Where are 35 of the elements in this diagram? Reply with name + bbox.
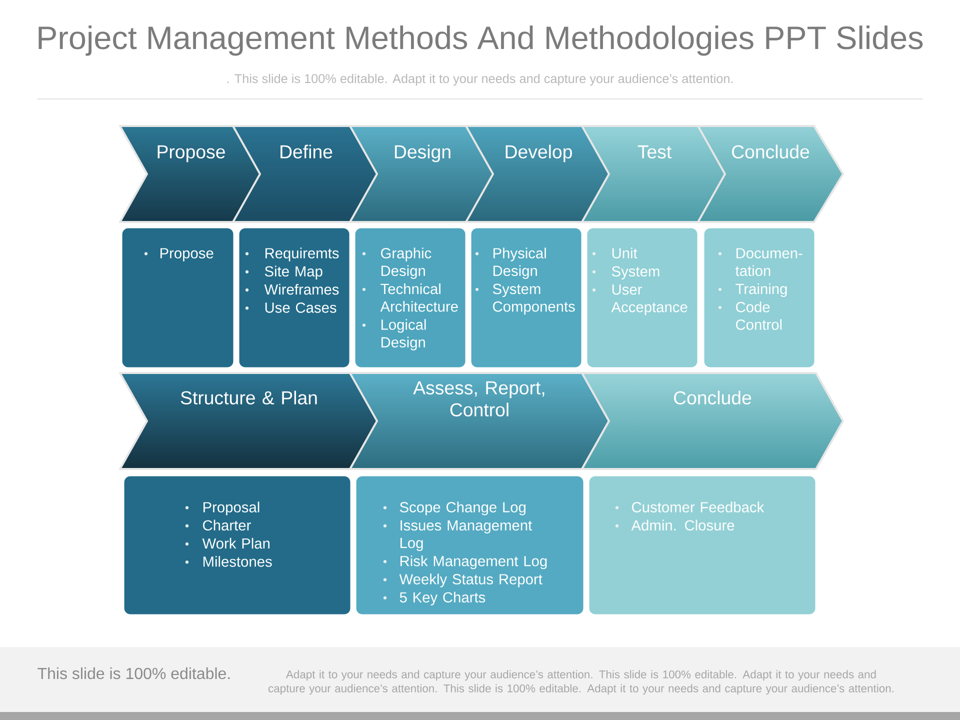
list-item: Unit [612, 248, 638, 258]
list-item: Requiremts [265, 248, 339, 262]
list-item: Risk Management Log [400, 556, 547, 570]
process-step: Structure & Plan [119, 372, 379, 470]
list-item: Site Map [264, 266, 322, 280]
list-item: Customer Feedback [632, 502, 764, 512]
list-item: Propose [160, 248, 214, 262]
process-step: Assess, Report, Control [349, 372, 610, 470]
list-item: Code Control [736, 302, 782, 330]
list-item: Scope Change Log [400, 502, 526, 516]
list-item: Proposal [203, 502, 260, 516]
list-item: 5 Key Charts [400, 592, 486, 606]
process-step: Conclude [581, 372, 844, 470]
list-item: Issues Management Log [400, 520, 532, 552]
list-item: Admin. Closure [631, 520, 734, 531]
list-item: Training [736, 283, 787, 298]
list-item: Charter [203, 520, 251, 531]
list-item: System [612, 266, 660, 280]
process-step: Conclude [697, 125, 844, 223]
list-item: Documen- tation [736, 248, 802, 276]
list-item: Graphic Design [381, 248, 432, 279]
list-item: Physical Design [493, 248, 546, 279]
list-item: Milestones [203, 556, 272, 567]
list-item: Weekly Status Report [399, 574, 542, 588]
footer-text: Adapt it to your needs and capture your audience’s attention. This slide is 100% editable. Adapt it to your needs and capture your audience’s attention. This slide is 100% editable. Adapt it to your needs and capture your audience’s attention. [268, 670, 894, 695]
list-item: System Components [492, 284, 575, 315]
list-item: User Acceptance [611, 284, 688, 316]
subtitle: . This slide is 100% editable. Adapt it to your needs and capture your audience’s attention. [227, 74, 733, 86]
list-item: Wireframes [264, 284, 339, 295]
footer-lead: This slide is 100% editable. [38, 667, 230, 680]
list-item: Technical Architecture [380, 283, 458, 312]
list-item: Use Cases [265, 302, 336, 313]
list-item: Logical Design [381, 319, 426, 350]
list-item: Work Plan [202, 538, 270, 549]
title: Project Management Methods And Methodologies PPT Slides [38, 26, 923, 56]
